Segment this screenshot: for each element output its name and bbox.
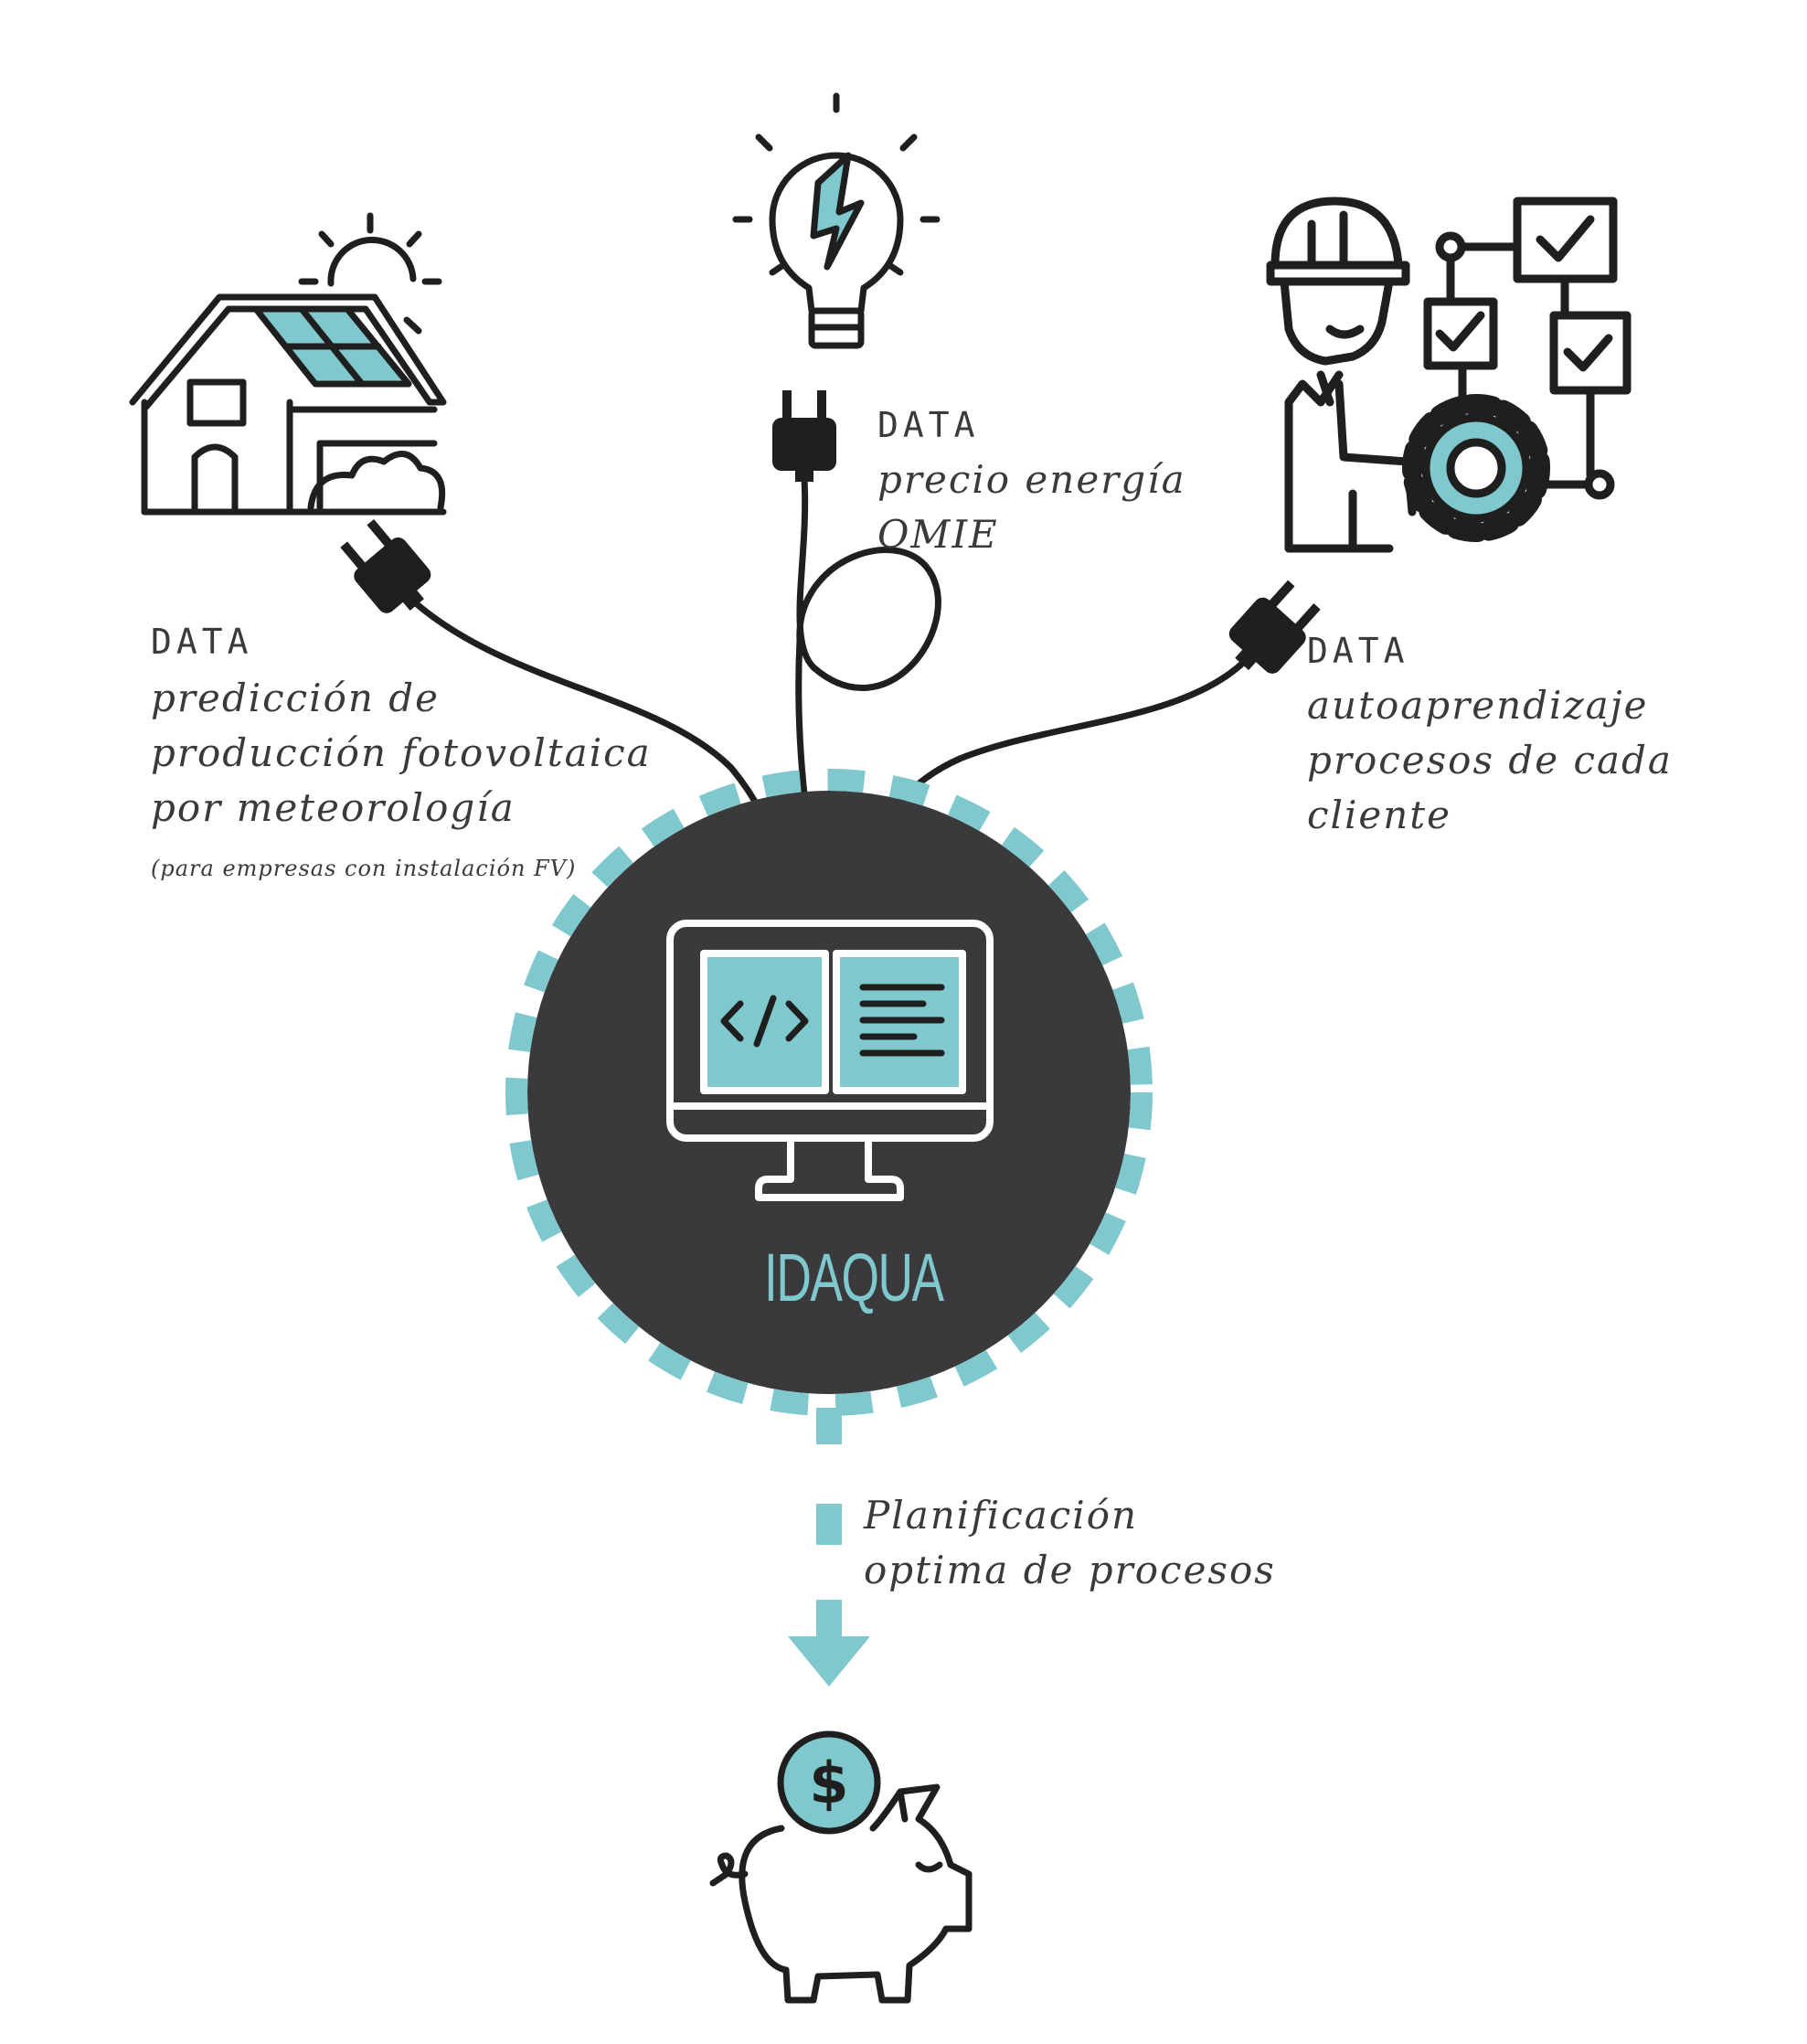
output-line-1: Planificación (864, 1493, 1139, 1538)
output-arrow (788, 1408, 870, 1687)
engineer-process-icon (1266, 197, 1632, 553)
idaqua-brand: IDAQUA (764, 1240, 944, 1315)
lightbulb-energy-icon (732, 92, 941, 349)
solar-data-heading: DATA (151, 622, 253, 662)
idaqua-hub (505, 769, 1153, 1416)
solar-line-1: predicción de (151, 676, 441, 720)
output-label: Planificación optima de procesos (864, 1488, 1276, 1598)
price-input-label: DATA precio energía OMIE (877, 405, 1186, 562)
computer-code-icon (666, 920, 994, 1201)
solar-line-3: por meteorología (151, 785, 516, 830)
learning-line-1: autoaprendizaje (1307, 683, 1649, 728)
learning-input-label: DATA autoaprendizaje procesos de cada cl… (1307, 631, 1673, 843)
learning-line-2: procesos de cada (1307, 738, 1673, 782)
solar-line-2: producción fotovoltaica (151, 730, 652, 775)
solar-input-label: DATA predicción de producción fotovoltai… (151, 622, 652, 881)
plug-solar (340, 518, 431, 613)
hub-dashed-ring (505, 769, 1153, 1416)
svg-text:$: $ (809, 1750, 848, 1816)
output-line-2: optima de procesos (864, 1548, 1276, 1592)
plug-price (772, 390, 836, 482)
price-data-heading: DATA (877, 405, 980, 445)
cable-price (795, 476, 941, 918)
price-line-1: precio energía (877, 457, 1186, 502)
plug-learning (1228, 580, 1321, 674)
solar-house-icon (129, 212, 447, 516)
price-line-2: OMIE (877, 512, 999, 557)
piggy-bank-dollar-icon: $ (709, 1730, 973, 2004)
learning-data-heading: DATA (1307, 631, 1409, 671)
learning-line-3: cliente (1307, 793, 1452, 837)
solar-note: (para empresas con instalación FV) (151, 856, 577, 881)
